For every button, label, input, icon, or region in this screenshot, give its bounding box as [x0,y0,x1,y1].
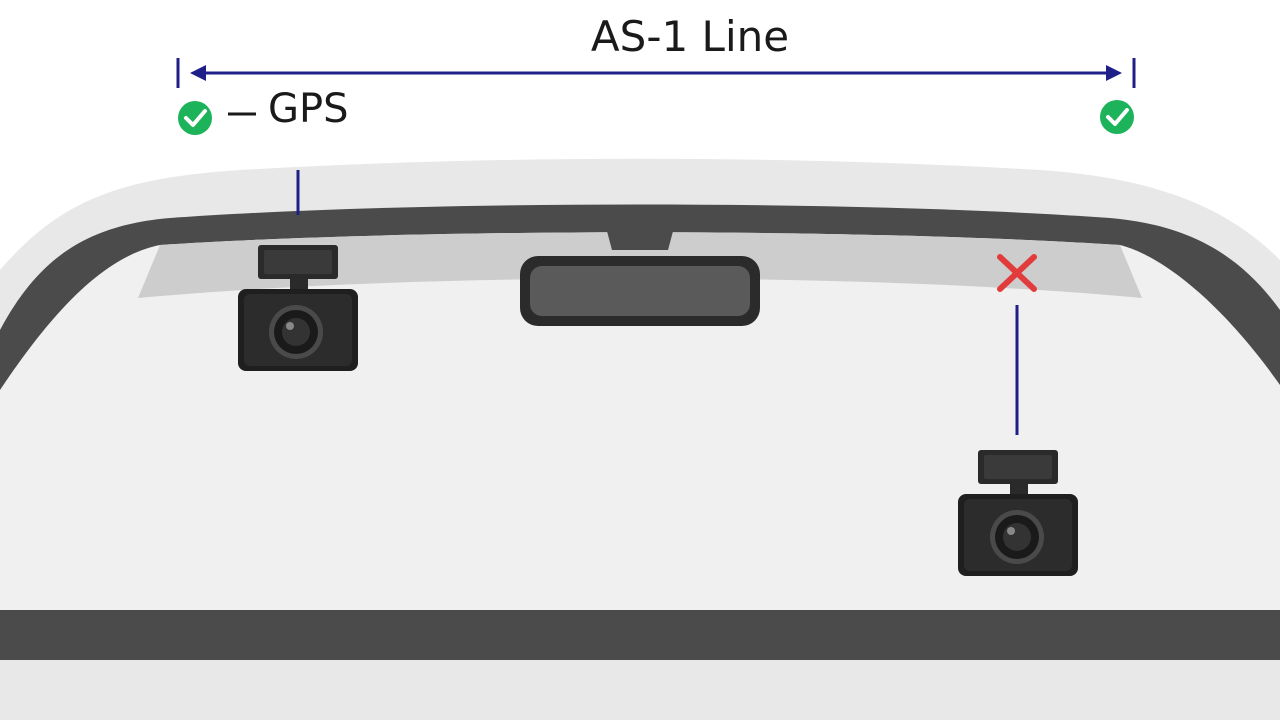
check-icon [178,101,212,135]
cross-icon [997,254,1037,292]
mirror-mount [600,205,680,250]
dimension-label: AS-1 Line [590,12,790,61]
dashcam-bad-position [958,450,1078,576]
check-icon [1100,100,1134,134]
dashboard-edge [0,610,1280,656]
mirror-glass [530,266,750,316]
dimension-line [176,58,1136,88]
dashcam-good-position [238,245,358,371]
gps-label: GPS [268,86,349,132]
